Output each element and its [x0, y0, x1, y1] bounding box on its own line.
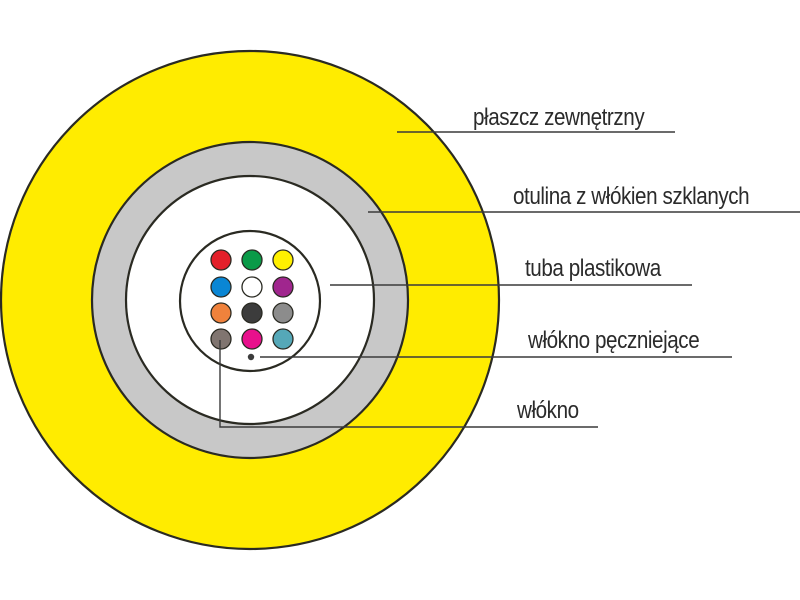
label-outer-jacket: płaszcz zewnętrzny [473, 104, 645, 131]
label-glass-yarn: otulina z włókien szklanych [513, 183, 750, 210]
fiber-orange [210, 302, 232, 324]
label-plastic-tube: tuba plastikowa [525, 255, 661, 282]
swelling-yarn-dot [247, 353, 255, 361]
fiber-yellow [272, 249, 294, 271]
fiber-red [210, 249, 232, 271]
fiber-blue [210, 276, 232, 298]
fiber-brown [210, 328, 232, 350]
leader-line-fiber [219, 340, 598, 428]
fiber-pink [241, 328, 263, 350]
fiber-bundle [210, 249, 294, 350]
fiber-green [241, 249, 263, 271]
fiber-grey [272, 302, 294, 324]
fiber-white [241, 276, 263, 298]
leader-lines [219, 131, 800, 428]
label-swelling-yarn: włókno pęczniejące [528, 327, 700, 354]
fiber-black [241, 302, 263, 324]
fiber-turquoise [272, 328, 294, 350]
fiber-violet [272, 276, 294, 298]
label-fiber: włókno [517, 397, 579, 424]
